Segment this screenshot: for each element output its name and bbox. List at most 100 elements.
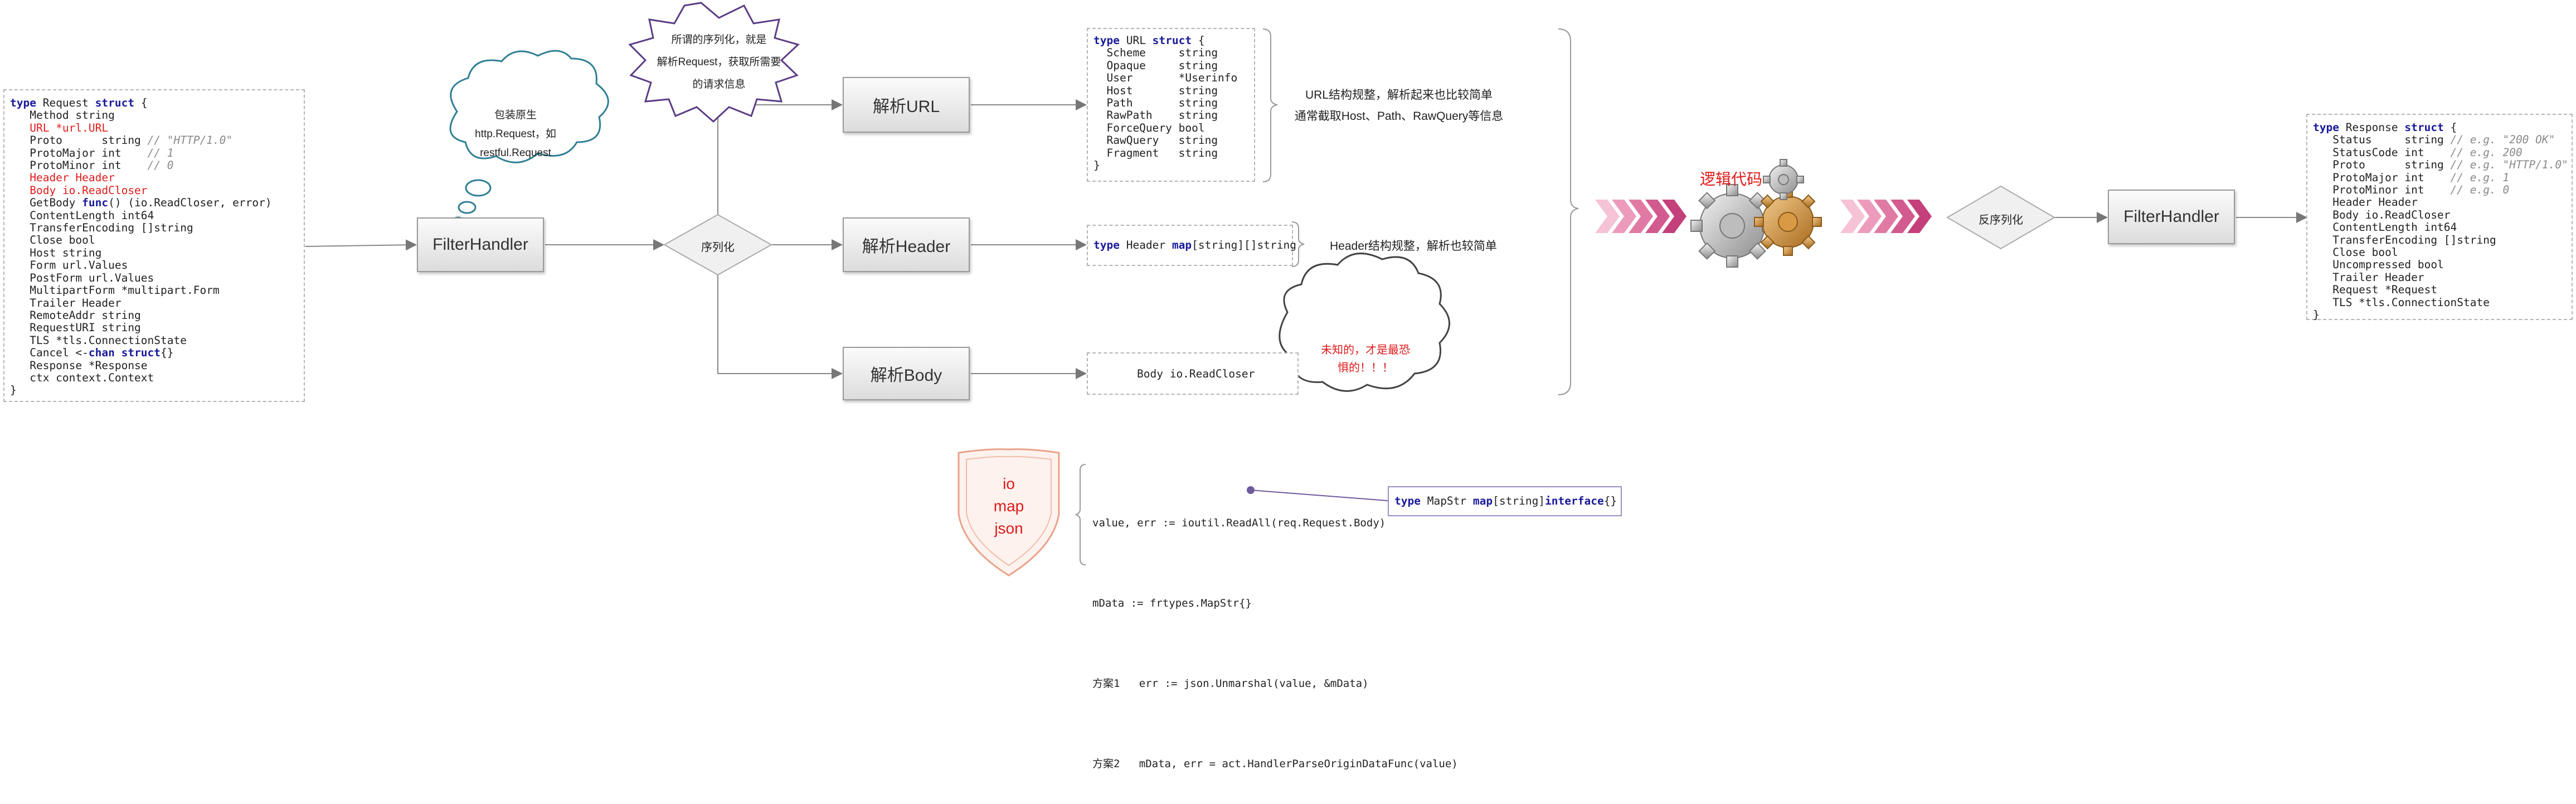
logic-code-label: 逻辑代码 [1700, 171, 1763, 188]
bottom-code: value, err := ioutil.ReadAll(req.Request… [1092, 456, 1458, 804]
code-token: PostForm url.Values [10, 271, 154, 284]
code-line: Uncompressed bool [2313, 259, 2566, 271]
parse-url-node: 解析URL [843, 77, 970, 133]
code-line: Close bool [2313, 246, 2566, 259]
code-line: Header Header [2313, 196, 2566, 209]
parse-body-node: 解析Body [843, 347, 970, 400]
code-token: // "HTTP/1.0" [147, 134, 233, 147]
code-token: ForceQuery bool [1093, 121, 1205, 134]
code-line: RawPath string [1093, 109, 1248, 122]
shield-shape [958, 448, 1060, 577]
code-token: Status string [2313, 133, 2451, 147]
code-line: TLS *tls.ConnectionState [2313, 296, 2566, 309]
code-line: MultipartForm *multipart.Form [10, 284, 298, 297]
code-line: type Response struct { [2313, 121, 2566, 134]
code-line: Scheme string [1093, 47, 1248, 59]
code-token: type [10, 96, 36, 109]
code-token: Form url.Values [10, 259, 128, 272]
code-token: Fragment string [1093, 146, 1218, 159]
request-struct-box: type Request struct { Method string URL … [3, 89, 305, 402]
code-token: RemoteAddr string [10, 308, 141, 322]
code-token: Cancel <- [10, 346, 89, 360]
mapstr-box: type MapStr map[string]interface{} [1388, 486, 1622, 516]
code-token: Header [1119, 239, 1172, 251]
url-note-line: URL结构规整，解析起来也比较简单 [1305, 89, 1493, 101]
code-token: StatusCode int [2313, 146, 2451, 159]
code-token: } [2313, 308, 2320, 322]
code-line: Fragment string [1093, 147, 1248, 159]
bottom-code-line: mData := frtypes.MapStr{} [1092, 597, 1252, 609]
code-token: ctx context.Context [10, 371, 154, 384]
code-token: Trailer Header [2313, 270, 2424, 284]
code-line: GetBody func() (io.ReadCloser, error) [10, 197, 298, 209]
code-token: type [1093, 34, 1120, 47]
body-cloud-line: 未知的，才是最恐 [1321, 344, 1410, 356]
code-line: TransferEncoding []string [2313, 234, 2566, 246]
code-line: Host string [1093, 84, 1248, 97]
url-brace [1262, 28, 1278, 182]
code-token: // e.g. "HTTP/1.0" [2450, 158, 2568, 172]
code-token: Response *Response [10, 359, 148, 372]
code-line: Close bool [10, 234, 298, 246]
code-line: Proto string // "HTTP/1.0" [10, 134, 298, 147]
chevrons-right [1840, 200, 1932, 233]
code-token: Request *Request [2313, 283, 2438, 297]
url-struct-box: type URL struct { Scheme string Opaque s… [1087, 28, 1255, 182]
code-token: TLS *tls.ConnectionState [2313, 296, 2490, 309]
code-token: map [1172, 239, 1192, 251]
mapstr-code: type MapStr map[string]interface{} [1394, 495, 1617, 507]
code-token: Request [36, 96, 95, 109]
code-token: // 0 [147, 159, 174, 172]
code-token: // e.g. 0 [2450, 183, 2510, 197]
code-line: ctx context.Context [10, 371, 298, 384]
serialize-label: 序列化 [701, 241, 735, 254]
code-token: { [134, 96, 148, 109]
body-cloud-line: 惧的！！！ [1338, 362, 1393, 374]
header-struct-code: type Header map[string][]string [1093, 239, 1296, 251]
code-line: Path string [1093, 96, 1248, 110]
code-token: Opaque string [1093, 59, 1218, 72]
code-token: ContentLength int64 [2313, 221, 2457, 234]
code-token: // 1 [147, 146, 174, 159]
code-token: ProtoMinor int [2313, 183, 2451, 197]
starburst-line: 所谓的序列化，就是 [671, 34, 767, 46]
code-token: Proto string [2313, 158, 2451, 172]
code-token: interface [1545, 495, 1604, 507]
code-token: () (io.ReadCloser, error) [108, 196, 272, 210]
big-brace [1558, 28, 1579, 395]
code-token: TransferEncoding []string [2313, 233, 2496, 246]
code-line: Status string // e.g. "200 OK" [2313, 134, 2566, 146]
body-cloud-shape [1279, 253, 1450, 392]
code-line: RemoteAddr string [10, 309, 298, 322]
code-line: ProtoMajor int // e.g. 1 [2313, 171, 2566, 184]
starburst-line: 解析Request，获取所需要 [657, 56, 781, 68]
code-token: Close bool [10, 234, 95, 247]
code-token: {} [161, 346, 174, 360]
code-line: type Request struct { [10, 96, 298, 109]
code-token: type [2313, 121, 2339, 134]
code-line: StatusCode int // e.g. 200 [2313, 146, 2566, 159]
code-token: // e.g. 1 [2450, 171, 2510, 184]
bottom-code-line: 方案1 err := json.Unmarshal(value, &mData) [1092, 677, 1369, 690]
code-token: RequestURI string [10, 321, 141, 335]
url-note: URL结构规整，解析起来也比较简单 通常截取Host、Path、RawQuery… [1282, 85, 1516, 127]
code-token: Path string [1093, 96, 1218, 110]
deserialize-diamond [1946, 185, 2055, 250]
code-line: Request *Request [2313, 284, 2566, 296]
code-token: map [1472, 495, 1493, 507]
code-token: Host string [10, 246, 102, 259]
code-line: Cancel <-chan struct{} [10, 346, 298, 360]
chevrons-left [1595, 200, 1686, 233]
code-line: User *Userinfo [1093, 72, 1248, 84]
code-token: MultipartForm *multipart.Form [10, 284, 220, 297]
code-token: GetBody [10, 196, 82, 210]
body-cloud-text: 未知的，才是最恐 惧的！！！ [1310, 341, 1421, 377]
code-line: } [10, 384, 298, 396]
code-token: Close bool [2313, 246, 2398, 259]
code-line: Method string [10, 109, 298, 122]
gears-icon [1690, 159, 1822, 268]
code-token: [string] [1493, 495, 1545, 507]
code-token: chan struct [88, 346, 161, 360]
code-line: ProtoMinor int // 0 [10, 159, 298, 172]
code-line: RequestURI string [10, 322, 298, 334]
